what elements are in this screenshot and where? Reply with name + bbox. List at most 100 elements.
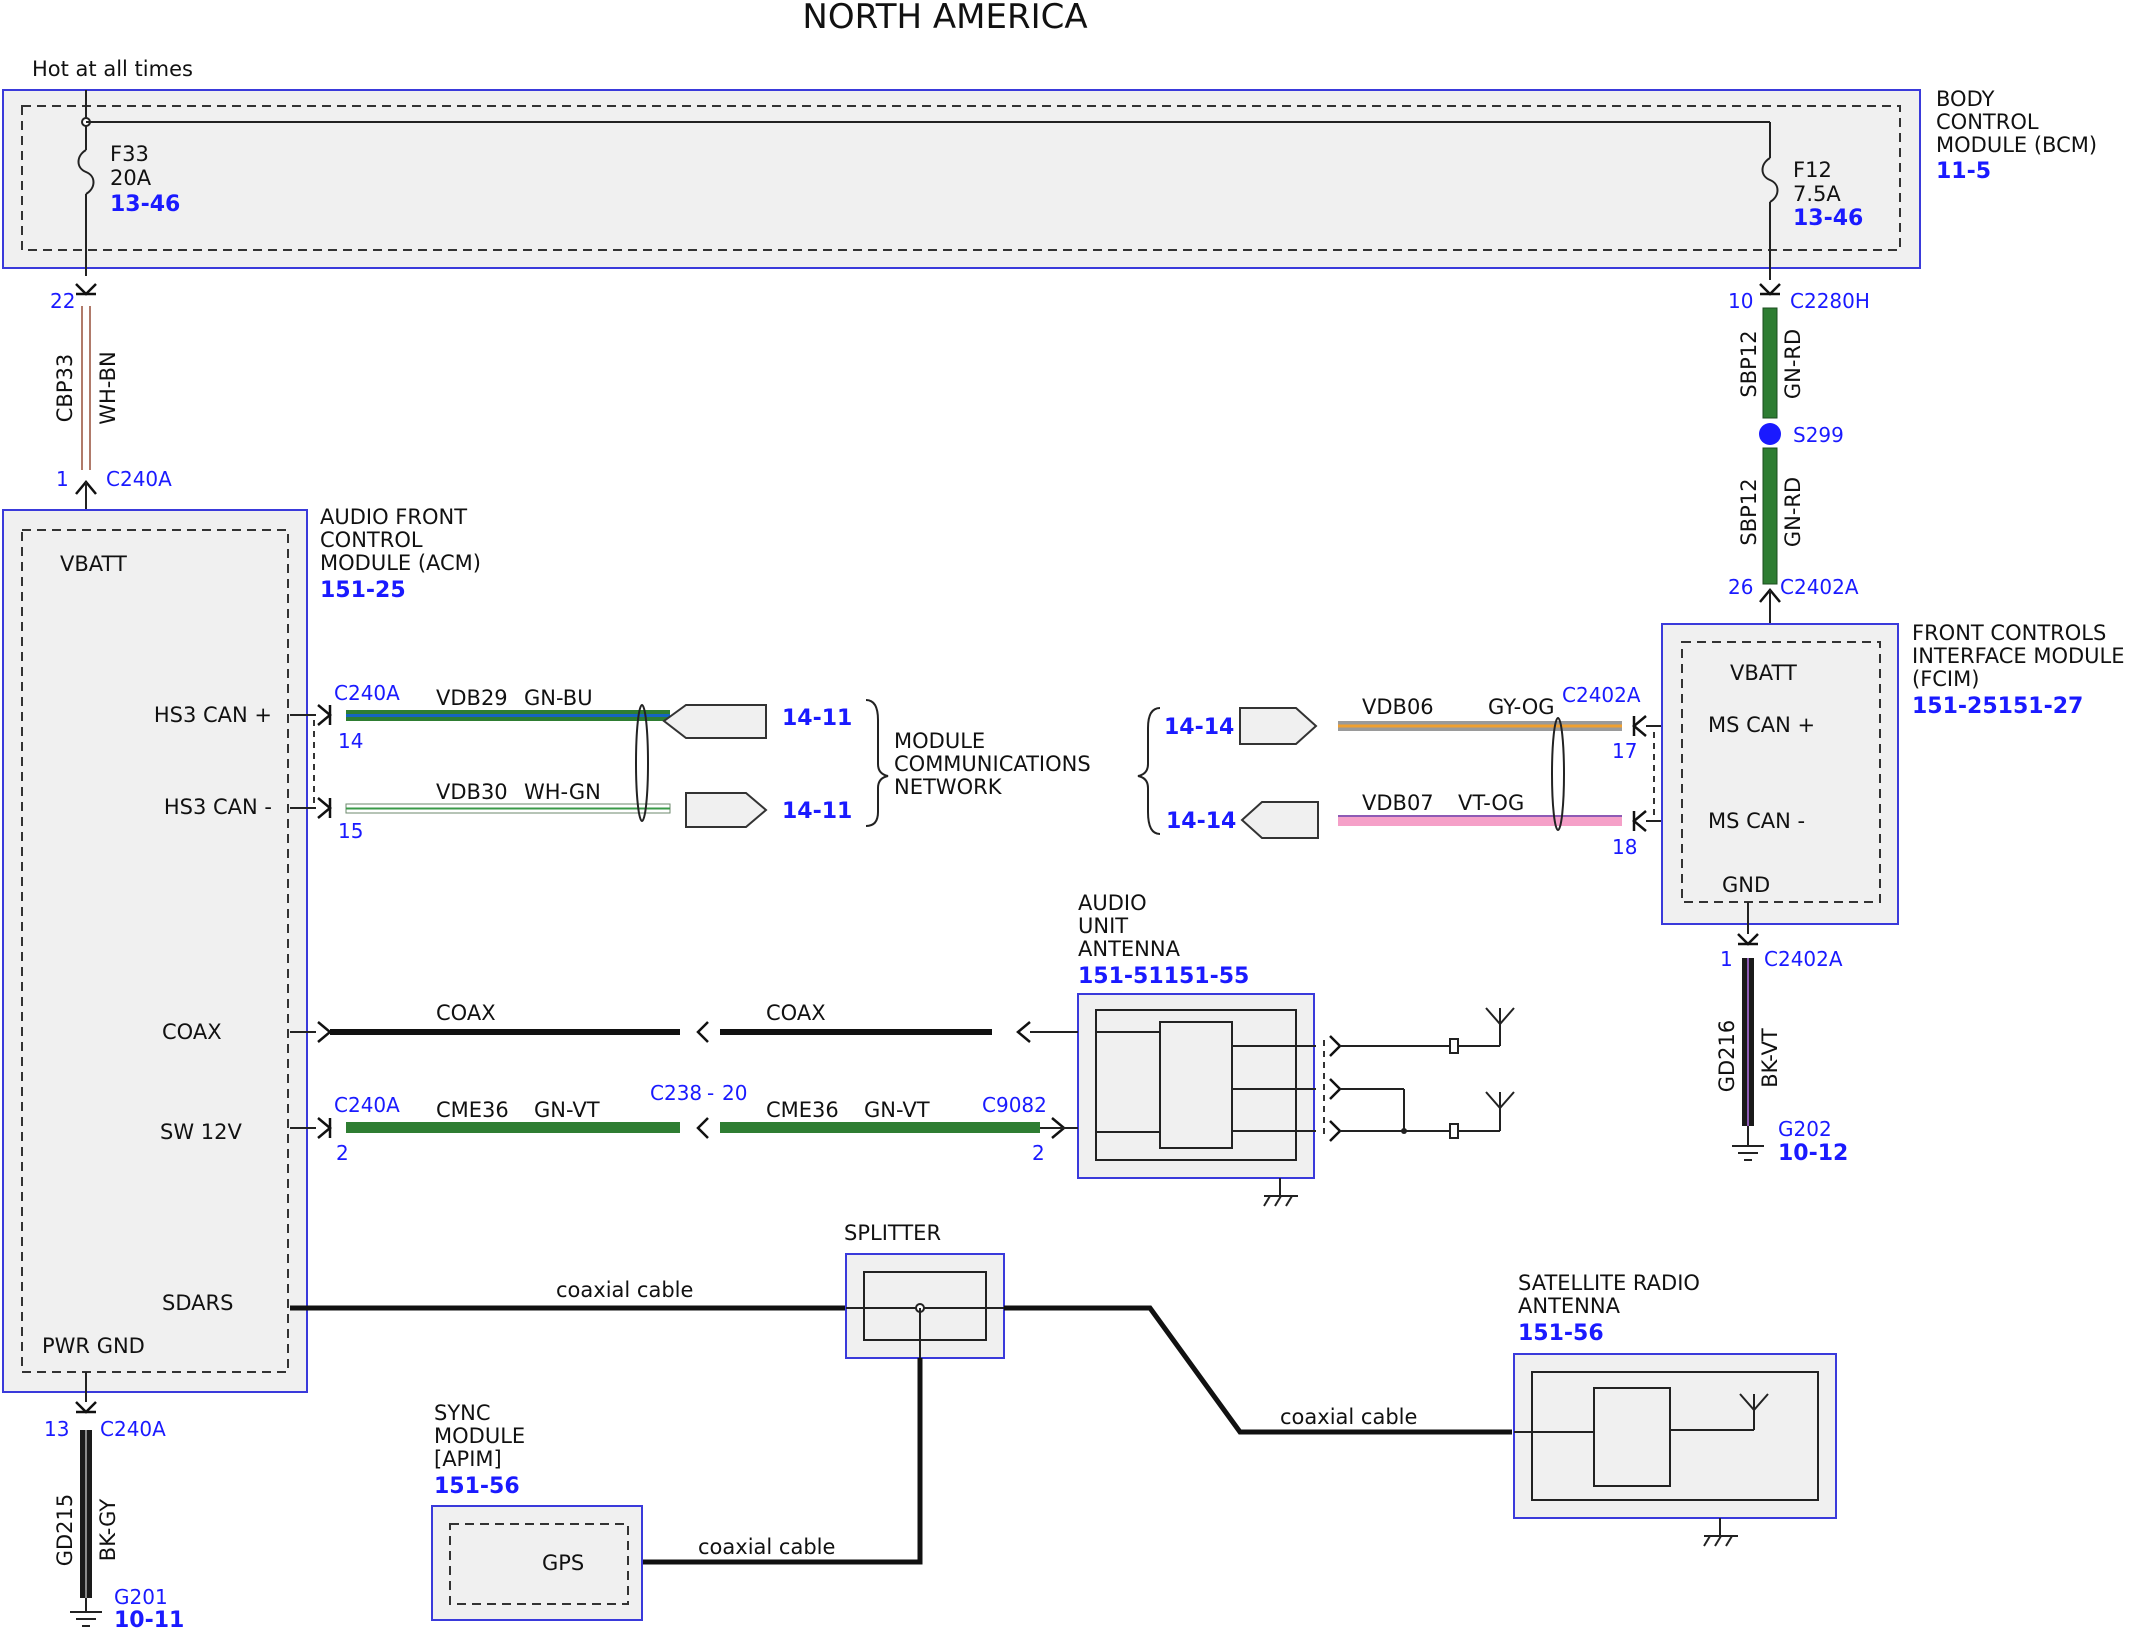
bcm-box (2, 89, 1921, 269)
diagram-title: NORTH AMERICA (802, 0, 1087, 37)
vdb29-color: GN-BU (524, 686, 593, 710)
fcim-pin-gnd: GND (1722, 873, 1770, 897)
vdb29-wire[interactable] (346, 710, 670, 721)
sync-ref[interactable]: 151-56 (434, 1474, 520, 1499)
acm-label-line2: CONTROL (320, 528, 423, 552)
mcn-label-line2: COMMUNICATIONS (894, 752, 1091, 776)
front-controls-interface-module[interactable] (1661, 623, 1899, 925)
sat-antenna-label-line2: ANTENNA (1518, 1294, 1621, 1318)
gd215-connector-icon (75, 1401, 97, 1414)
acm-label-line1: AUDIO FRONT (320, 505, 467, 529)
vdb06-color: GY-OG (1488, 695, 1555, 719)
vdb06-ref[interactable]: 14-14 (1164, 715, 1234, 740)
cme36a-wire[interactable] (346, 1122, 680, 1133)
acm-pin-sdars: SDARS (162, 1291, 233, 1315)
cme36b-pin: 2 (1032, 1141, 1045, 1165)
splitter-module[interactable] (845, 1253, 1005, 1359)
sbp12a-connector: C2280H (1790, 289, 1870, 313)
audio-front-control-module[interactable] (2, 509, 308, 1393)
satellite-radio-antenna-module[interactable] (1513, 1353, 1837, 1519)
bcm-label-line1: BODY (1936, 87, 1995, 111)
g202-ref[interactable]: 10-12 (1778, 1141, 1848, 1166)
antenna-2-icon (1485, 1091, 1515, 1131)
sat-antenna-ref[interactable]: 151-56 (1518, 1321, 1604, 1346)
bcm-label-line2: CONTROL (1936, 110, 2039, 134)
audio-unit-antenna-module[interactable] (1077, 993, 1315, 1179)
antenna-label-line1: AUDIO (1078, 891, 1147, 915)
vdb07-pin: 18 (1612, 835, 1637, 859)
gps-coax-label: coaxial cable (698, 1535, 835, 1559)
mcn-label-line3: NETWORK (894, 775, 1003, 799)
gps-coax-wire[interactable] (638, 1358, 923, 1565)
vdb07-color: VT-OG (1458, 791, 1524, 815)
bcm-ref[interactable]: 11-5 (1936, 159, 1991, 184)
antenna-chassis-ground-icon (1263, 1178, 1298, 1207)
cme36a-circuit: CME36 (436, 1098, 509, 1122)
cme36b-color: GN-VT (864, 1098, 930, 1122)
antenna-pin1-icon (1329, 1035, 1342, 1057)
bcm-dashed-outline (21, 105, 1901, 251)
f12-amp: 7.5A (1793, 182, 1841, 206)
sbp12b-color: GN-RD (1781, 477, 1805, 547)
sbp12b-wire[interactable] (1762, 447, 1778, 585)
sat-antenna-inner-box (1531, 1371, 1819, 1501)
antenna-ref[interactable]: 151-51151-55 (1078, 964, 1249, 989)
cme36b-wire[interactable] (720, 1122, 1040, 1133)
cbp33-wire[interactable] (81, 306, 91, 470)
g201-ref[interactable]: 10-11 (114, 1608, 184, 1631)
mcn-brace-right-icon (865, 699, 889, 827)
fcim-label-line3: (FCIM) (1912, 667, 1979, 691)
sync-gps-label: GPS (542, 1551, 584, 1575)
antenna-label-line2: UNIT (1078, 914, 1128, 938)
acm-pin-sw12v: SW 12V (160, 1120, 242, 1144)
vdb30-wire[interactable] (345, 803, 671, 814)
hot-at-all-times-label: Hot at all times (32, 57, 193, 81)
cbp33-pin-bottom: 1 (56, 467, 69, 491)
splice-s299-icon[interactable] (1759, 423, 1781, 445)
bcm-label-line3: MODULE (BCM) (1936, 133, 2097, 157)
connector-c240a-top-icon (75, 283, 97, 296)
vdb29-ref[interactable]: 14-11 (782, 706, 852, 731)
vdb06-wire[interactable] (1338, 721, 1622, 731)
vdb30-ref[interactable]: 14-11 (782, 799, 852, 824)
acm-label-line3: MODULE (ACM) (320, 551, 481, 575)
g202-label: G202 (1778, 1117, 1832, 1141)
gd215-circuit: GD215 (53, 1494, 77, 1567)
antenna-label-line3: ANTENNA (1078, 937, 1181, 961)
vdb29-circuit: VDB29 (436, 686, 508, 710)
vdb07-ref[interactable]: 14-14 (1166, 809, 1236, 834)
sw12v-connector-icon (317, 1117, 332, 1139)
gd216-pin: 1 (1720, 947, 1733, 971)
acm-ref[interactable]: 151-25 (320, 578, 406, 603)
msn-connector-icon (1632, 810, 1647, 832)
g201-label: G201 (114, 1585, 168, 1609)
sat-coax-wire[interactable] (1004, 1305, 1512, 1435)
vdb07-wire[interactable] (1338, 815, 1622, 826)
sync-module[interactable] (431, 1505, 643, 1621)
vdb06-offpage-arrow-icon (1239, 707, 1318, 745)
fcim-pin-ms-can-plus: MS CAN + (1708, 713, 1815, 737)
acm-pin-pwr-gnd: PWR GND (42, 1334, 145, 1358)
msp-connector-icon (1632, 715, 1647, 737)
sbp12b-circuit: SBP12 (1737, 478, 1761, 545)
vdb07-circuit: VDB07 (1362, 791, 1434, 815)
sdars-coax-label: coaxial cable (556, 1278, 693, 1302)
body-control-module[interactable] (2, 89, 1921, 269)
c238-connector: C238 (650, 1081, 702, 1105)
sbp12a-wire[interactable] (1762, 307, 1778, 419)
f12-ref[interactable]: 13-46 (1793, 206, 1863, 231)
vdb29-connector: C240A (334, 681, 400, 705)
coax-antenna-connector-icon (1016, 1021, 1031, 1043)
f33-ref[interactable]: 13-46 (110, 192, 180, 217)
fcim-ref[interactable]: 151-25151-27 (1912, 694, 2083, 719)
gd216-color: BK-VT (1758, 1028, 1782, 1088)
vdb30-pin: 15 (338, 819, 363, 843)
mcn-label-line1: MODULE (894, 729, 985, 753)
vdb30-offpage-arrow-icon (685, 792, 768, 828)
cbp33-color: WH-BN (96, 351, 120, 425)
sbp12b-pin: 26 (1728, 575, 1753, 599)
c238-connector-icon (696, 1117, 709, 1139)
sat-antenna-label-line1: SATELLITE RADIO (1518, 1271, 1700, 1295)
sat-antenna-amp-box (1593, 1387, 1671, 1487)
sat-antenna-chassis-ground-icon (1703, 1518, 1738, 1547)
